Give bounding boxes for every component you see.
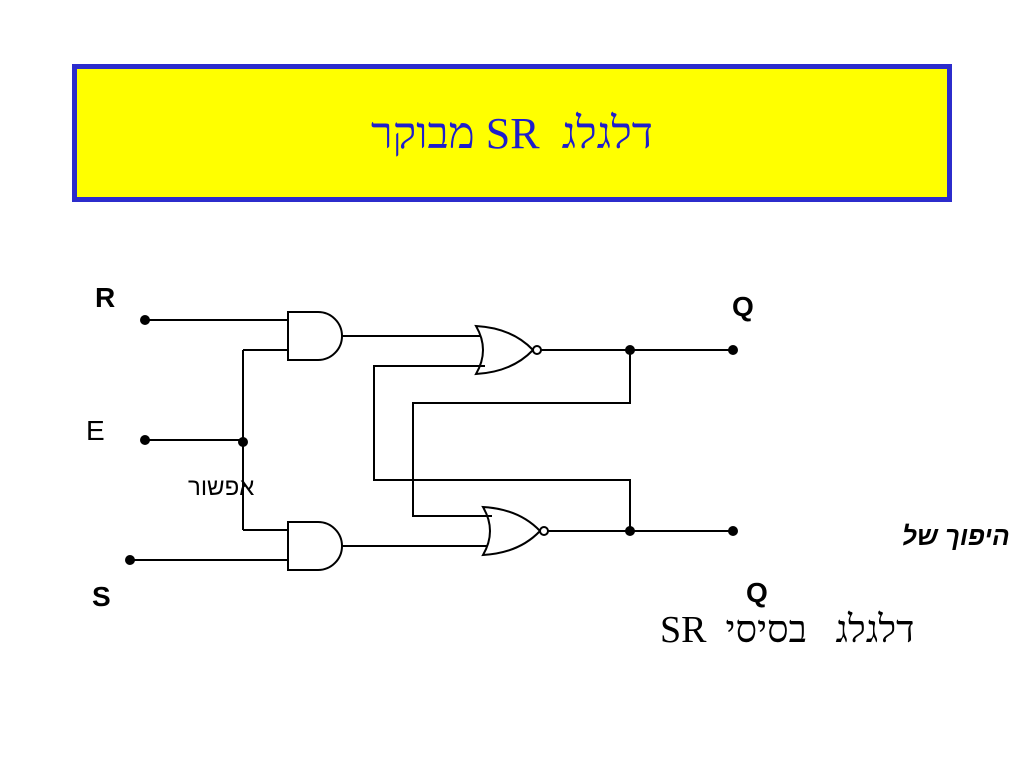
and-gate-top	[287, 311, 343, 361]
title-banner: דלגלג SR מבוקר	[72, 64, 952, 202]
label-r: R	[95, 282, 115, 313]
slide-title: דלגלג SR מבוקר	[371, 108, 653, 158]
wire-feedback-qbar	[373, 365, 631, 531]
label-q-bar-hebrew: היפוך של	[902, 521, 1010, 551]
label-s: S	[92, 581, 111, 612]
nor-gate-bottom-bubble	[539, 526, 549, 536]
label-q: Q	[732, 291, 754, 322]
nor-gate-bottom	[481, 505, 542, 557]
nor-gate-top	[474, 324, 535, 376]
junction-q	[625, 345, 635, 355]
label-enable-hebrew: אפשור	[188, 474, 254, 501]
diagram-caption: דלגלג בסיסי SR	[660, 609, 914, 651]
label-q-bar: Q	[746, 577, 768, 608]
nor-gate-top-bubble	[532, 345, 542, 355]
junction-enable	[238, 437, 248, 447]
label-e: E	[86, 415, 105, 446]
and-gate-bottom	[287, 521, 343, 571]
junction-q-bar	[625, 526, 635, 536]
terminal-q-bar	[728, 526, 738, 536]
wire-feedback-q	[412, 350, 631, 517]
wire-enable-bus	[242, 349, 288, 531]
terminal-q	[728, 345, 738, 355]
